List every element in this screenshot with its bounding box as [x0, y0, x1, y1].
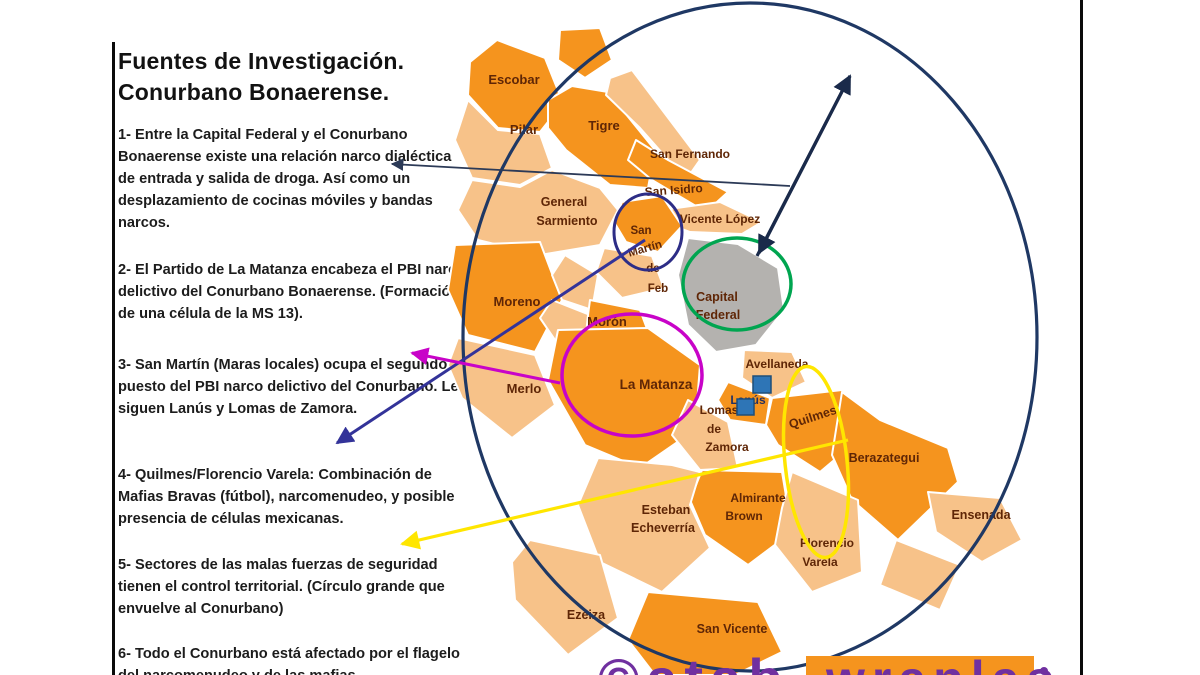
map-label-almirante: Almirante — [730, 491, 786, 505]
map-label-capital: Capital — [696, 290, 738, 304]
watermark-text-right: wranlas — [825, 651, 1061, 675]
note-6: 6- Todo el Conurbano está afectado por e… — [118, 646, 460, 675]
title-line-1: Fuentes de Investigación. — [118, 48, 405, 74]
watermark-text-left: ©atab — [598, 647, 789, 675]
map-label-zamora: Zamora — [705, 440, 749, 454]
map-label-echeverr-a: Echeverría — [631, 521, 696, 535]
title-line-2: Conurbano Bonaerense. — [118, 79, 390, 105]
map-label-berazategui: Berazategui — [849, 451, 920, 465]
region-moreno — [447, 241, 563, 353]
map-label-san-fernando: San Fernando — [650, 147, 730, 161]
map-label-moreno: Moreno — [494, 294, 541, 309]
quilmes-varela-ellipse-annotation — [781, 364, 851, 560]
map-label-escobar: Escobar — [488, 72, 539, 87]
map-label-sarmiento: Sarmiento — [536, 214, 597, 228]
region-pilar — [454, 99, 553, 186]
map-label-la-matanza: La Matanza — [620, 377, 693, 392]
watermark-orange-bar — [806, 656, 1034, 675]
map-label-vicente-l-pez: Vicente López — [680, 212, 760, 226]
map-label-merlo: Merlo — [507, 381, 542, 396]
map-label-san: San — [630, 225, 651, 237]
region-ensenada — [927, 491, 1023, 563]
region-tigre-delta — [557, 27, 613, 79]
region-merlo — [447, 337, 556, 439]
map-label-lomas: Lomas — [700, 403, 739, 417]
map-label-mor-n: Morón — [587, 314, 627, 329]
map-label-de: de — [707, 422, 721, 436]
yellow-arrow-to-note4 — [400, 438, 849, 550]
note-5: 5- Sectores de las malas fuerzas de segu… — [118, 557, 445, 617]
region-tigre — [547, 85, 656, 189]
page-title: Fuentes de Investigación. Conurbano Bona… — [118, 46, 478, 108]
map-label-san-vicente: San Vicente — [697, 622, 768, 636]
note-4: 4- Quilmes/Florencio Varela: Combinación… — [118, 467, 455, 527]
region-capital-federal — [677, 237, 785, 353]
right-border-line — [1080, 0, 1083, 675]
conurbano-big-ellipse-annotation — [461, 1, 1039, 673]
map-label-general: General — [541, 195, 588, 209]
map-regions — [447, 27, 1023, 675]
watermark-dot — [1040, 667, 1048, 675]
map-label-tigre: Tigre — [588, 118, 620, 133]
magenta-arrow-from-la-matanza — [410, 347, 561, 385]
region-la-plata — [879, 539, 961, 611]
map-label-feb: Feb — [648, 283, 668, 295]
region-la-matanza — [547, 327, 701, 469]
region-hurlingham — [551, 254, 599, 311]
map-label-esteban: Esteban — [642, 503, 691, 517]
double-arrow-down-segment — [757, 75, 852, 255]
left-border-line — [112, 42, 115, 675]
region-general-sarmiento — [457, 169, 619, 256]
map-label-federal: Federal — [696, 308, 740, 322]
map-label-avellaneda: Avellaneda — [746, 357, 809, 371]
map-label-brown: Brown — [725, 509, 762, 523]
note-1: 1- Entre la Capital Federal y el Conurba… — [118, 127, 452, 231]
note-3: 3- San Martín (Maras locales) ocupa el s… — [118, 357, 459, 417]
region-ezeiza — [511, 539, 619, 656]
la-matanza-circle-annotation — [560, 312, 704, 438]
region-berazategui — [831, 391, 959, 541]
connector-line-to-note1 — [390, 158, 791, 187]
san-martin-circle-annotation — [612, 192, 684, 272]
capital-federal-circle-annotation — [681, 236, 793, 332]
blue-square-marker-2 — [736, 398, 755, 416]
map-label-ensenada: Ensenada — [951, 508, 1011, 522]
region-florencio-varela — [774, 471, 863, 593]
blue-square-marker-1 — [752, 375, 772, 394]
navy-arrow-to-note3 — [335, 238, 646, 445]
region-esteban-echeverria — [577, 457, 711, 593]
note-2: 2- El Partido de La Matanza encabeza el … — [118, 262, 466, 322]
